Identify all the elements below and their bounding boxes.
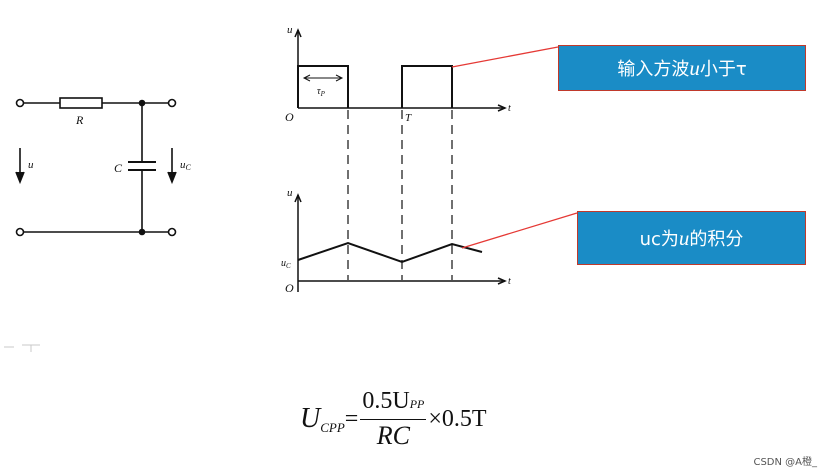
formula-equals: = <box>344 405 359 432</box>
input-pulse-1 <box>297 65 349 108</box>
junction-bottom <box>138 228 146 236</box>
resistor <box>59 97 103 109</box>
output-triangle-wave <box>297 241 483 264</box>
input-terminal-top <box>15 98 25 108</box>
formula-denominator: RC <box>376 421 410 450</box>
integral-callout-leader <box>461 212 578 249</box>
formula-lhs-sub: CPP <box>320 420 345 435</box>
formula-numerator-sub: PP <box>409 397 425 411</box>
bottom-x-label: t <box>508 276 511 287</box>
integral-callout-text-u: u <box>678 225 690 250</box>
output-voltage-label: uC <box>180 159 192 172</box>
input-callout-text-u: u <box>689 55 700 80</box>
peak-to-peak-formula: U CPP = 0.5UPP RC ×0.5T <box>300 386 487 452</box>
output-terminal-top <box>167 98 177 108</box>
bottom-plot <box>294 193 507 292</box>
bottom-origin-label: O <box>285 281 294 295</box>
top-origin-label: O <box>285 110 294 124</box>
rc-circuit <box>15 97 177 237</box>
top-x-label: t <box>508 103 511 114</box>
uc-level-label: uC <box>281 258 291 270</box>
output-terminal-bottom <box>167 227 177 237</box>
input-pulse-2 <box>401 65 453 108</box>
capacitor-label: C <box>114 161 123 175</box>
period-label: T <box>405 112 412 124</box>
watermark: CSDN @A橙_ <box>753 457 817 468</box>
integral-callout-text-b: 的积分 <box>689 229 744 250</box>
formula-fraction: 0.5UPP RC <box>360 386 427 452</box>
time-guides <box>347 110 453 280</box>
input-callout-text-b: 小于τ <box>699 59 747 80</box>
input-voltage-label: u <box>28 159 34 171</box>
faint-artifact <box>4 344 40 352</box>
bottom-y-label: u <box>287 187 293 199</box>
formula-lhs: U <box>300 403 321 434</box>
top-y-label: u <box>287 24 293 36</box>
top-plot <box>294 28 507 112</box>
input-callout-text-a: 输入方波 <box>617 59 690 80</box>
input-callout-leader <box>451 46 559 68</box>
formula-numerator: 0.5U <box>362 388 410 414</box>
integral-callout-text-a: uc为 <box>639 229 679 250</box>
resistor-label: R <box>75 113 84 127</box>
pulse-width-label: τP <box>317 86 326 98</box>
input-terminal-bottom <box>15 227 25 237</box>
formula-times: ×0.5T <box>428 405 487 432</box>
